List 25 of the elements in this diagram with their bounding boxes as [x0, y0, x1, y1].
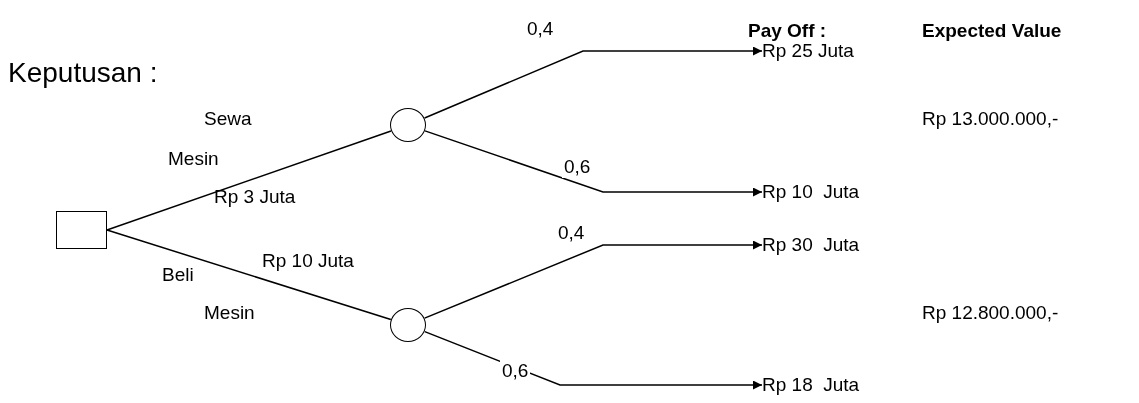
probability-label: 0,6: [500, 360, 531, 382]
label-text: Keputusan :: [8, 56, 158, 90]
label-text: Mesin: [168, 148, 219, 171]
chance-node: [390, 308, 426, 342]
payoff-text: Rp 18 Juta: [762, 374, 860, 396]
payoff-text: Rp 25 Juta: [762, 40, 854, 62]
label-text: Sewa: [204, 108, 252, 131]
branch-line: [106, 229, 392, 321]
arrow: [424, 130, 763, 197]
label-text: Rp 10 Juta: [262, 250, 354, 273]
arrow: [423, 46, 763, 119]
label-text: Rp 13.000.000,-: [922, 108, 1059, 131]
column-header: Expected Value: [922, 20, 1062, 43]
label-text: Mesin: [204, 302, 255, 325]
payoff-text: Rp 10 Juta: [762, 181, 860, 203]
arrow: [424, 330, 763, 390]
branch-line: [106, 130, 392, 231]
payoff-text: Rp 30 Juta: [762, 234, 860, 256]
chance-node: [390, 108, 426, 142]
decision-node: [56, 211, 107, 249]
label-text: Rp 3 Juta: [214, 186, 296, 209]
column-header: Pay Off :: [748, 20, 827, 43]
label-text: Beli: [162, 264, 194, 287]
arrow: [423, 240, 763, 319]
label-text: Rp 12.800.000,-: [922, 302, 1059, 325]
